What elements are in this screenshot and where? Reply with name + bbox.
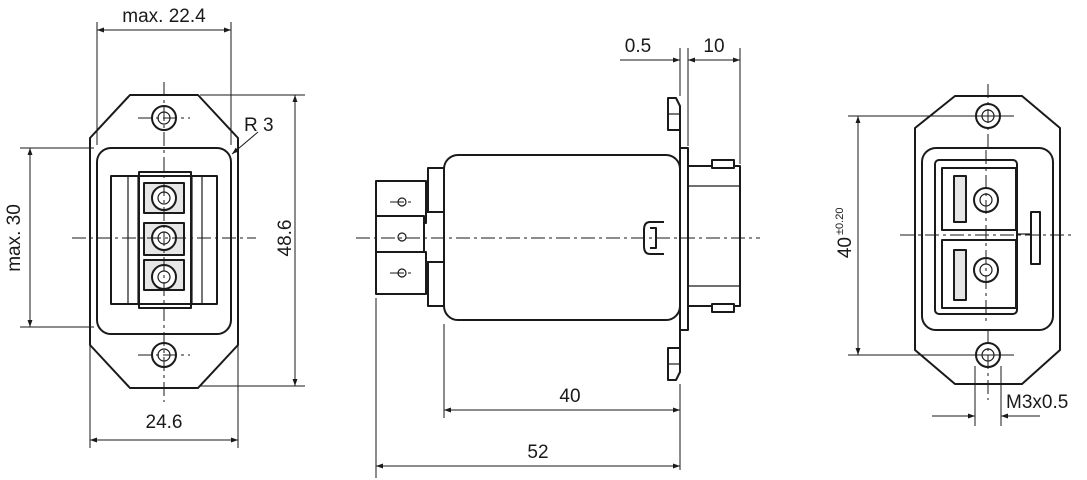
rear-contact-latch-top	[953, 175, 967, 223]
rear-view: 40 ±0.20 M3x0.5	[834, 84, 1072, 426]
side-terminal-mid-hole	[397, 232, 407, 242]
dim-front-top-label: max. 22.4	[122, 6, 206, 27]
side-flange-ear-top	[667, 97, 681, 148]
side-flange-ear-bottom	[667, 330, 681, 381]
dim-rear-tolerance-label: ±0.20	[834, 208, 846, 235]
dim-side-overall-label: 52	[527, 442, 548, 463]
side-terminal-block-bottom	[427, 261, 445, 307]
front-insert-rib-left	[127, 175, 139, 305]
side-flange-plate	[679, 147, 689, 331]
dim-front-right-label: 48.6	[275, 220, 296, 257]
dim-radius-leader	[231, 131, 259, 155]
front-view: max. 22.4 R 3 max. 30 48.6 24.6	[4, 6, 305, 448]
side-rear-tab-top	[711, 159, 735, 169]
front-connector-insert	[138, 171, 192, 309]
front-insert-rib-right	[191, 175, 203, 305]
side-rear-tab-bottom	[711, 303, 735, 313]
dim-side-flange-label: 0.5	[625, 36, 651, 57]
side-view: 0.5 10 40 52	[356, 36, 760, 478]
dim-front-bottom-label: 24.6	[146, 412, 183, 433]
dim-front-left-label: max. 30	[4, 204, 25, 272]
side-rear-block	[687, 165, 741, 307]
rear-contact-latch-bottom	[953, 249, 967, 301]
rear-ground-slot	[1030, 211, 1041, 265]
rear-connector-housing	[934, 159, 1018, 315]
side-terminal-block-top	[427, 167, 445, 213]
dim-side-rear-label: 10	[703, 36, 724, 57]
dim-side-body-label: 40	[559, 386, 580, 407]
dim-radius-label: R 3	[244, 115, 274, 136]
dim-rear-thread-label: M3x0.5	[1006, 392, 1068, 413]
dim-rear-spacing-label-group: 40 ±0.20	[834, 208, 856, 259]
dim-rear-spacing-label: 40	[835, 237, 856, 258]
